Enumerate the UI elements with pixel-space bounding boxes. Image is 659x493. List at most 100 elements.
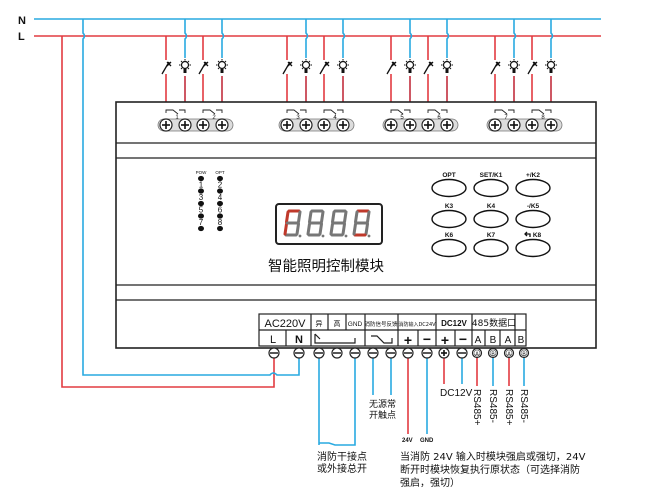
screw-terminal xyxy=(215,118,229,132)
key-button[interactable] xyxy=(515,238,551,258)
indicator-led xyxy=(198,175,204,182)
switch-icon xyxy=(319,61,330,75)
switch-icon xyxy=(282,61,293,75)
dry-contact-label-1: 无源常 xyxy=(369,398,396,410)
channel-number: 7 xyxy=(504,115,508,121)
key--k2[interactable]: +/K2 xyxy=(515,172,551,198)
key-button[interactable] xyxy=(431,209,467,229)
screw-terminal xyxy=(403,118,417,132)
relay-contact-symbol xyxy=(202,109,223,115)
rs485-header: 485数据口 xyxy=(472,317,516,329)
key-label: SET/K1 xyxy=(480,172,503,179)
indicator-label: 2 xyxy=(218,181,223,190)
key--k5[interactable]: -/K5 xyxy=(515,203,551,229)
lamp-icon xyxy=(403,58,417,76)
screw-terminal xyxy=(507,118,521,132)
switch-icon xyxy=(161,61,172,75)
terminal-strip xyxy=(486,118,563,132)
screw-terminal xyxy=(438,347,450,359)
rs485-terminal: A xyxy=(471,347,483,359)
relay-contact-symbol xyxy=(323,109,344,115)
key-k4[interactable]: K4 xyxy=(473,203,509,229)
screw-terminal xyxy=(384,118,398,132)
key-button[interactable] xyxy=(473,209,509,229)
indicator-label: POW xyxy=(196,170,208,175)
switch-icon xyxy=(490,61,501,75)
dc-plus-label: + xyxy=(441,332,449,348)
display-digit xyxy=(283,209,302,238)
module-title: 智能照明控制模块 xyxy=(268,258,384,275)
svg-text:B: B xyxy=(522,352,526,358)
screw-terminal xyxy=(349,347,361,359)
rs485-pin: A xyxy=(505,335,512,346)
neutral-bus-label: N xyxy=(18,15,26,27)
rs485-terminal: B xyxy=(487,347,499,359)
key-label: -/K5 xyxy=(527,203,540,210)
dc-minus-label: − xyxy=(459,331,467,347)
screw-terminal xyxy=(159,118,173,132)
key-button[interactable] xyxy=(431,238,467,258)
gnd-label: GND xyxy=(348,321,363,328)
key-button[interactable] xyxy=(473,178,509,198)
screw-terminal xyxy=(402,347,414,359)
indicator-label: 1 xyxy=(199,181,204,190)
gnd-annotation: GND xyxy=(420,438,434,444)
key-k3[interactable]: K3 xyxy=(431,203,467,229)
key-k6[interactable]: K6 xyxy=(431,232,467,258)
key-label: K3 xyxy=(445,203,454,210)
screw-terminal xyxy=(293,347,305,359)
lamp-icon xyxy=(178,58,192,76)
indicator-led xyxy=(217,188,223,194)
lamp-icon xyxy=(507,58,521,76)
switch-icon xyxy=(386,61,397,75)
key-button[interactable] xyxy=(515,209,551,229)
screw-terminal xyxy=(178,118,192,132)
key-button[interactable] xyxy=(515,178,551,198)
switch-symbol xyxy=(314,333,356,344)
lamp-icon xyxy=(215,58,229,76)
indicator-led xyxy=(198,213,204,219)
lamp-neutral-wire xyxy=(305,19,309,119)
screw-terminal xyxy=(331,347,343,359)
screw-terminal xyxy=(367,347,379,359)
key-k8[interactable]: K8 xyxy=(515,231,551,258)
v24-label: 24V xyxy=(402,438,413,444)
return-arrow-icon xyxy=(524,231,531,237)
screw-terminal xyxy=(544,118,558,132)
key-set-k1[interactable]: SET/K1 xyxy=(473,172,509,198)
rs485-labels: RS485+RS485-RS485+RS485- xyxy=(471,389,529,426)
lamp-neutral-wire xyxy=(184,19,188,119)
key-opt[interactable]: OPT xyxy=(431,172,467,198)
key-button[interactable] xyxy=(473,238,509,258)
lamp-neutral-wire xyxy=(221,19,225,119)
fire-dry-contact-label-1: 消防干接点 xyxy=(317,450,367,463)
indicator-label: 4 xyxy=(218,193,223,202)
lamp-icon xyxy=(336,58,350,76)
channel-number: 1 xyxy=(175,115,179,121)
terminal-label-block: AC220V L N 异 高 GND 消防信号反馈 消防输入DC24V + − … xyxy=(258,313,527,348)
indicator-led xyxy=(217,200,223,207)
relay-contact-symbol xyxy=(286,109,307,115)
svg-text:B: B xyxy=(491,352,495,358)
lamp-icon xyxy=(440,58,454,76)
rs485-terminal: B xyxy=(518,347,530,359)
live-feed-wire xyxy=(61,36,275,388)
key-label: K4 xyxy=(487,203,496,210)
fire-feedback-label: 消防信号反馈 xyxy=(364,320,398,328)
channel-number: 6 xyxy=(437,115,441,121)
channel-number: 4 xyxy=(333,115,337,121)
rs485-pin: B xyxy=(518,335,525,346)
bottom-wires xyxy=(318,358,525,446)
rs485-terminal: A xyxy=(503,347,515,359)
indicator-led xyxy=(198,200,204,207)
key-button[interactable] xyxy=(431,178,467,198)
lamp-neutral-wire xyxy=(550,19,554,119)
dry-contact-label-2: 开触点 xyxy=(369,409,396,421)
indicator-led xyxy=(198,225,204,232)
screw-terminal xyxy=(385,347,397,359)
lamp-neutral-wire xyxy=(409,19,413,119)
screw-terminal xyxy=(525,118,539,132)
key-k7[interactable]: K7 xyxy=(473,232,509,258)
